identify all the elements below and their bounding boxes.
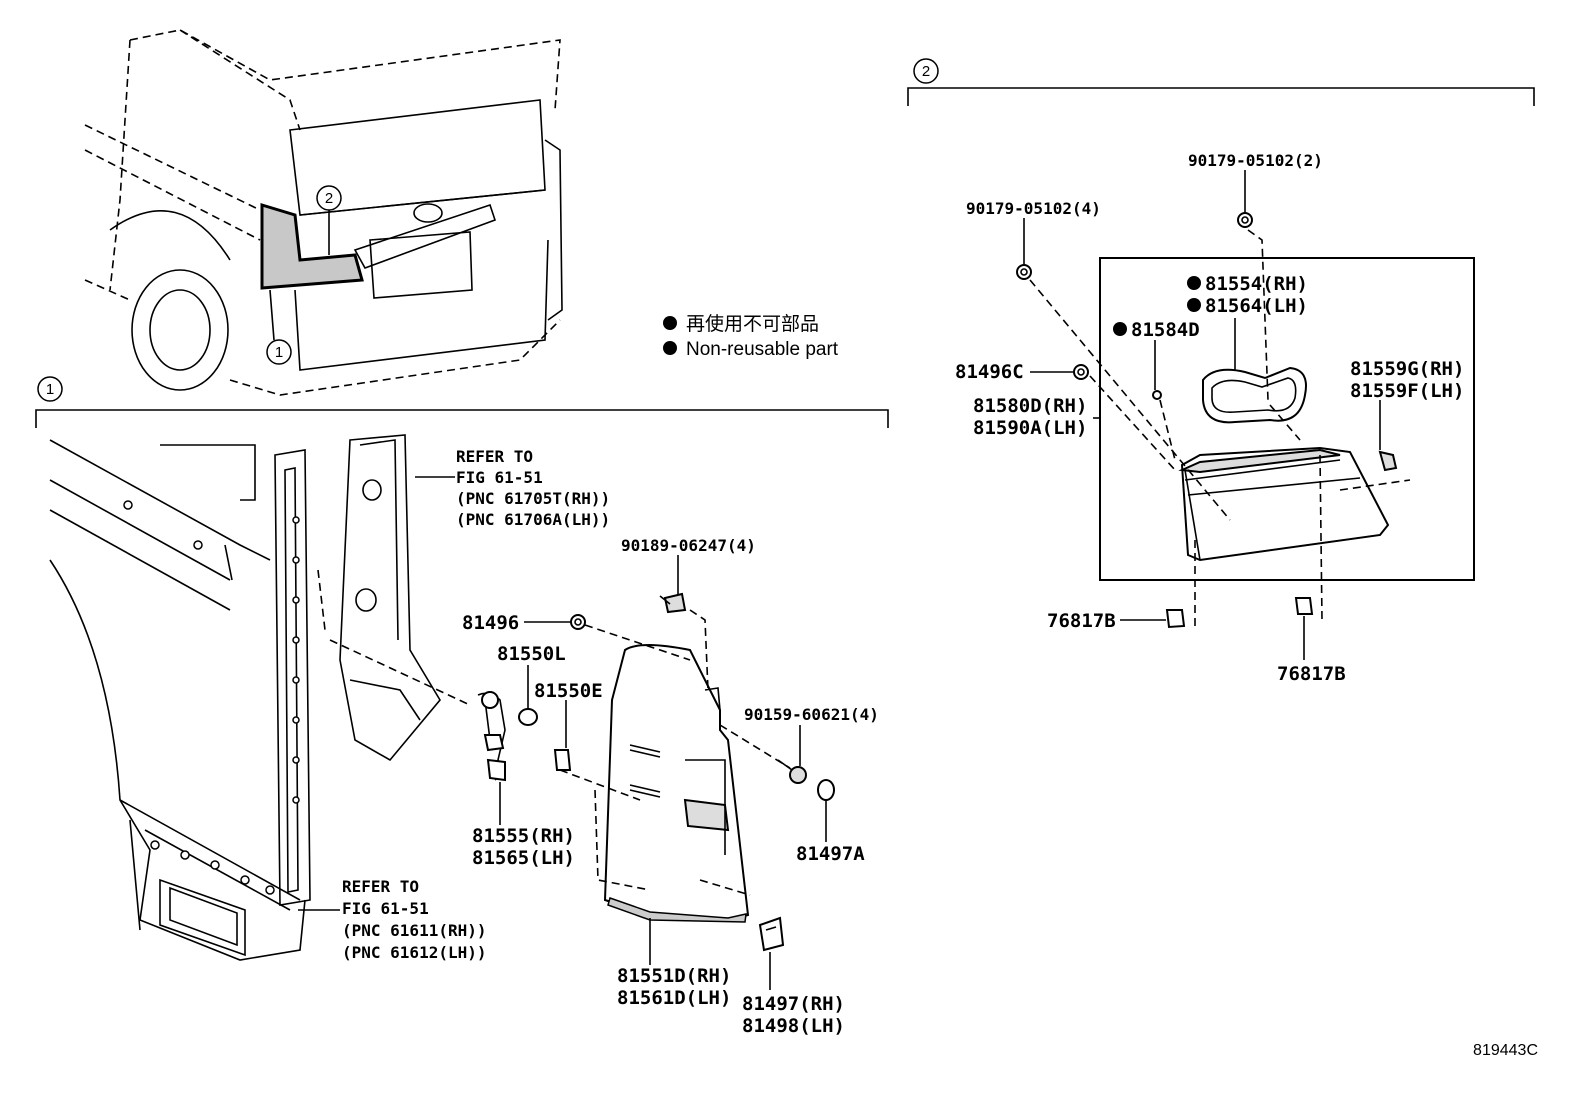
part-90159-screw — [777, 759, 807, 784]
legend: 再使用不可部品 Non-reusable part — [663, 313, 839, 360]
vehicle-callout-1: 1 — [266, 289, 292, 365]
label-81559F: 81559F(LH) — [1350, 380, 1464, 402]
label-81580D: 81580D(RH) — [973, 395, 1087, 417]
rear-combination-lamp — [603, 644, 750, 923]
non-reusable-bullet-icon — [1113, 322, 1127, 336]
inner-pillar-panel — [317, 434, 471, 762]
legend-jp: 再使用不可部品 — [686, 313, 819, 335]
diagram-id: 819443C — [1473, 1042, 1538, 1059]
label-81565: 81565(LH) — [472, 847, 575, 869]
label-81550L: 81550L — [497, 643, 566, 665]
bullet-icon — [663, 316, 677, 330]
label-81559G: 81559G(RH) — [1350, 358, 1464, 380]
leaders-section-1 — [499, 555, 827, 990]
refer-lower-line4: (PNC 61612(LH)) — [342, 943, 487, 962]
label-81550E: 81550E — [534, 680, 603, 702]
label-81564: 81564(LH) — [1205, 295, 1308, 317]
body-side-panel — [49, 439, 311, 961]
non-reusable-bullet-icon — [1187, 276, 1201, 290]
non-reusable-bullet-icon — [1187, 298, 1201, 312]
section-1-frame: 1 — [35, 376, 889, 428]
bullet-icon — [663, 341, 677, 355]
vehicle-callout-2: 2 — [316, 185, 342, 255]
label-76817B-bottom: 76817B — [1277, 663, 1346, 685]
part-81555-socket-wire — [477, 691, 507, 782]
label-81498: 81498(LH) — [742, 1015, 845, 1037]
label-76817B-left: 76817B — [1047, 610, 1116, 632]
refer-lower-line1: REFER TO — [342, 877, 419, 896]
section-2-frame: 2 — [907, 58, 1535, 106]
label-81590A: 81590A(LH) — [973, 417, 1087, 439]
label-81496: 81496 — [462, 612, 519, 634]
section-2-detail — [1016, 212, 1475, 630]
refer-upper-line2: FIG 61-51 — [456, 468, 543, 487]
vehicle-overview — [84, 29, 563, 396]
label-90179-4: 90179-05102(4) — [966, 199, 1101, 218]
svg-text:2: 2 — [922, 63, 930, 80]
legend-en: Non-reusable part — [686, 339, 839, 360]
assembly-lines-1 — [559, 609, 791, 896]
label-81551D: 81551D(RH) — [617, 965, 731, 987]
refer-upper-line4: (PNC 61706A(LH)) — [456, 510, 610, 529]
label-90159: 90159-60621(4) — [744, 705, 879, 724]
svg-text:1: 1 — [46, 381, 54, 398]
part-81497A-cap — [817, 779, 835, 801]
svg-text:1: 1 — [275, 344, 283, 361]
label-81555: 81555(RH) — [472, 825, 575, 847]
part-81550L-bulb — [518, 708, 538, 726]
label-90179-2: 90179-05102(2) — [1188, 151, 1323, 170]
leaders-section-2 — [1023, 170, 1381, 660]
part-90189-screw — [659, 592, 687, 614]
label-90189: 90189-06247(4) — [621, 536, 756, 555]
refer-lower-line2: FIG 61-51 — [342, 899, 429, 918]
label-81561D: 81561D(LH) — [617, 987, 731, 1009]
label-81497: 81497(RH) — [742, 993, 845, 1015]
refer-lower-line3: (PNC 61611(RH)) — [342, 921, 487, 940]
label-81584D: 81584D — [1131, 319, 1200, 341]
part-81496-grommet — [570, 614, 586, 630]
refer-upper-line3: (PNC 61705T(RH)) — [456, 489, 610, 508]
part-81497-clip — [758, 916, 785, 952]
part-81550E-bulb — [553, 749, 572, 771]
svg-text:2: 2 — [325, 190, 333, 207]
refer-upper-line1: REFER TO — [456, 447, 533, 466]
label-81554: 81554(RH) — [1205, 273, 1308, 295]
label-81496C: 81496C — [955, 361, 1024, 383]
label-81497A: 81497A — [796, 843, 865, 865]
